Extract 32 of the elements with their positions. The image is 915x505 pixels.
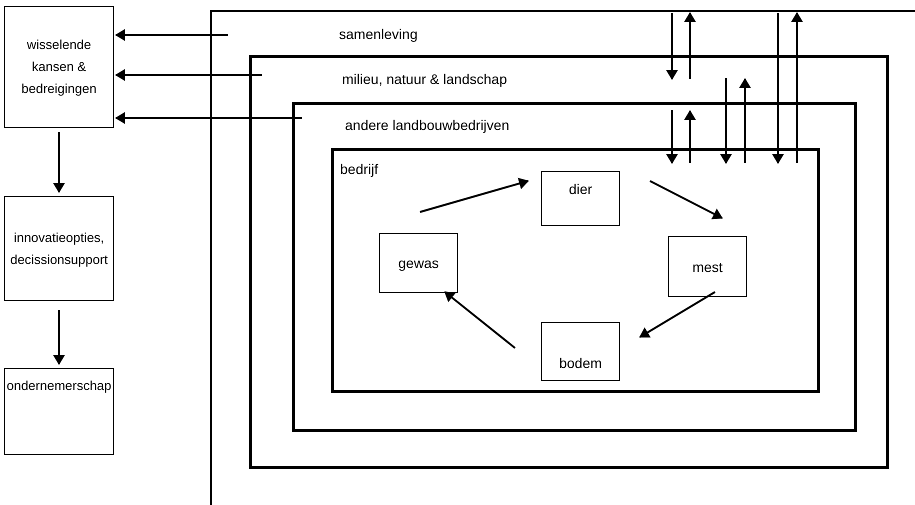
arrow: [115, 30, 228, 40]
frame-title: andere landbouwbedrijven: [345, 117, 510, 133]
arrow: [685, 110, 695, 163]
concept-box: bodem: [541, 322, 620, 381]
arrow: [115, 70, 262, 80]
farm-frame: [331, 148, 820, 393]
arrow: [54, 132, 64, 193]
arrow: [444, 291, 516, 349]
arrow: [773, 13, 783, 164]
context-frame: [249, 55, 889, 469]
frame-title: samenleving: [339, 26, 418, 42]
arrow: [115, 113, 302, 123]
concept-box: mest: [668, 236, 747, 297]
concept-box: dier: [541, 171, 620, 226]
arrow: [792, 12, 802, 163]
frame-title: milieu, natuur & landschap: [342, 71, 507, 87]
arrow: [650, 180, 723, 219]
arrow: [420, 178, 529, 213]
open-frame: [210, 10, 915, 505]
arrow: [685, 12, 695, 79]
arrow: [54, 310, 64, 365]
concept-box: ondernemerschap: [4, 368, 114, 455]
context-frame: [292, 102, 857, 432]
arrow: [740, 78, 750, 163]
concept-box: wisselende kansen & bedreigingen: [4, 6, 114, 128]
frame-title: bedrijf: [340, 161, 378, 177]
arrow: [721, 78, 731, 164]
arrow: [639, 291, 716, 338]
concept-box: innovatieopties, decissionsupport: [4, 196, 114, 301]
concept-box: gewas: [379, 233, 458, 293]
arrow: [667, 110, 677, 164]
arrow: [667, 13, 677, 80]
